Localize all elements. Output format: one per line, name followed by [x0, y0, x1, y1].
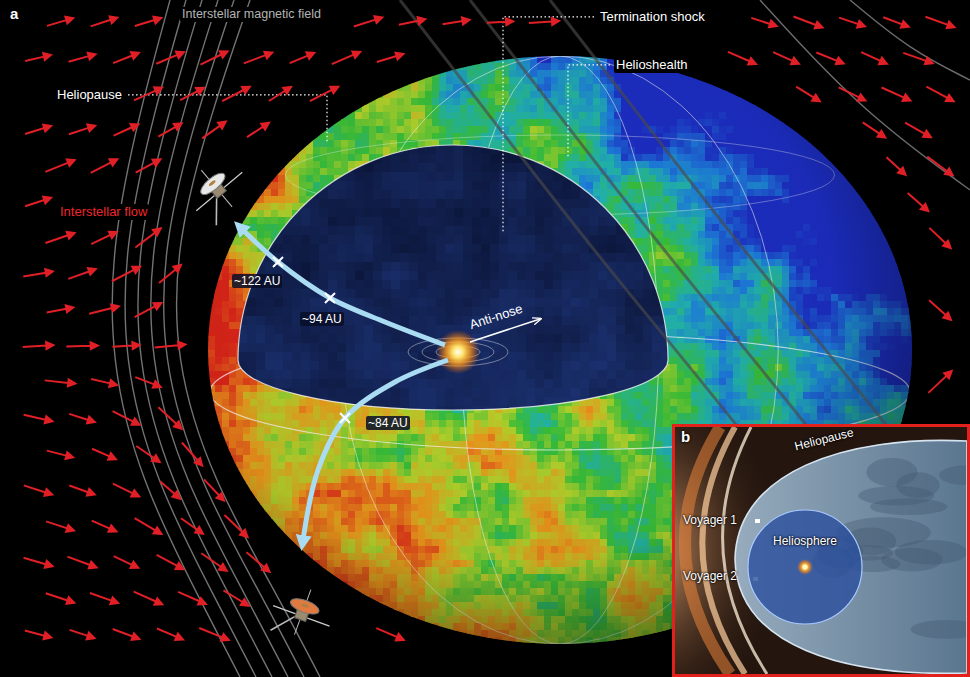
art-rect [712, 77, 720, 85]
art-rect [257, 182, 265, 190]
art-rect [866, 196, 874, 204]
art-rect [740, 91, 748, 99]
art-rect [768, 105, 776, 113]
art-rect [691, 70, 699, 78]
art-rect [831, 154, 839, 162]
art-rect [334, 112, 342, 120]
art-rect [887, 231, 895, 239]
art-rect [474, 56, 482, 64]
art-rect [306, 133, 314, 141]
art-rect [880, 217, 888, 225]
art-rect [796, 126, 804, 134]
art-rect [873, 210, 881, 218]
art-rect [418, 70, 426, 78]
art-rect [229, 224, 237, 232]
art-rect [369, 91, 377, 99]
art-rect [754, 98, 762, 106]
art-rect [271, 168, 279, 176]
art-rect [726, 84, 734, 92]
art-rect [789, 119, 797, 127]
art-rect [859, 189, 867, 197]
art-rect [824, 147, 832, 155]
art-rect [838, 161, 846, 169]
art-rect [243, 203, 251, 211]
art-rect [222, 238, 230, 246]
art-rect [264, 175, 272, 183]
art-rect [299, 140, 307, 148]
art-rect [404, 77, 412, 85]
